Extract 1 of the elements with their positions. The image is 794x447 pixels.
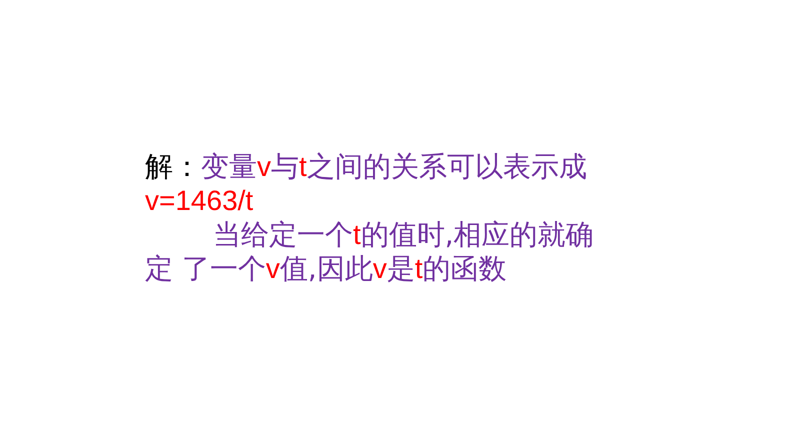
solution-text: 当给定一个t的值时,相应的就确定 了一个v值,因此v是t的函数 [145, 218, 595, 286]
